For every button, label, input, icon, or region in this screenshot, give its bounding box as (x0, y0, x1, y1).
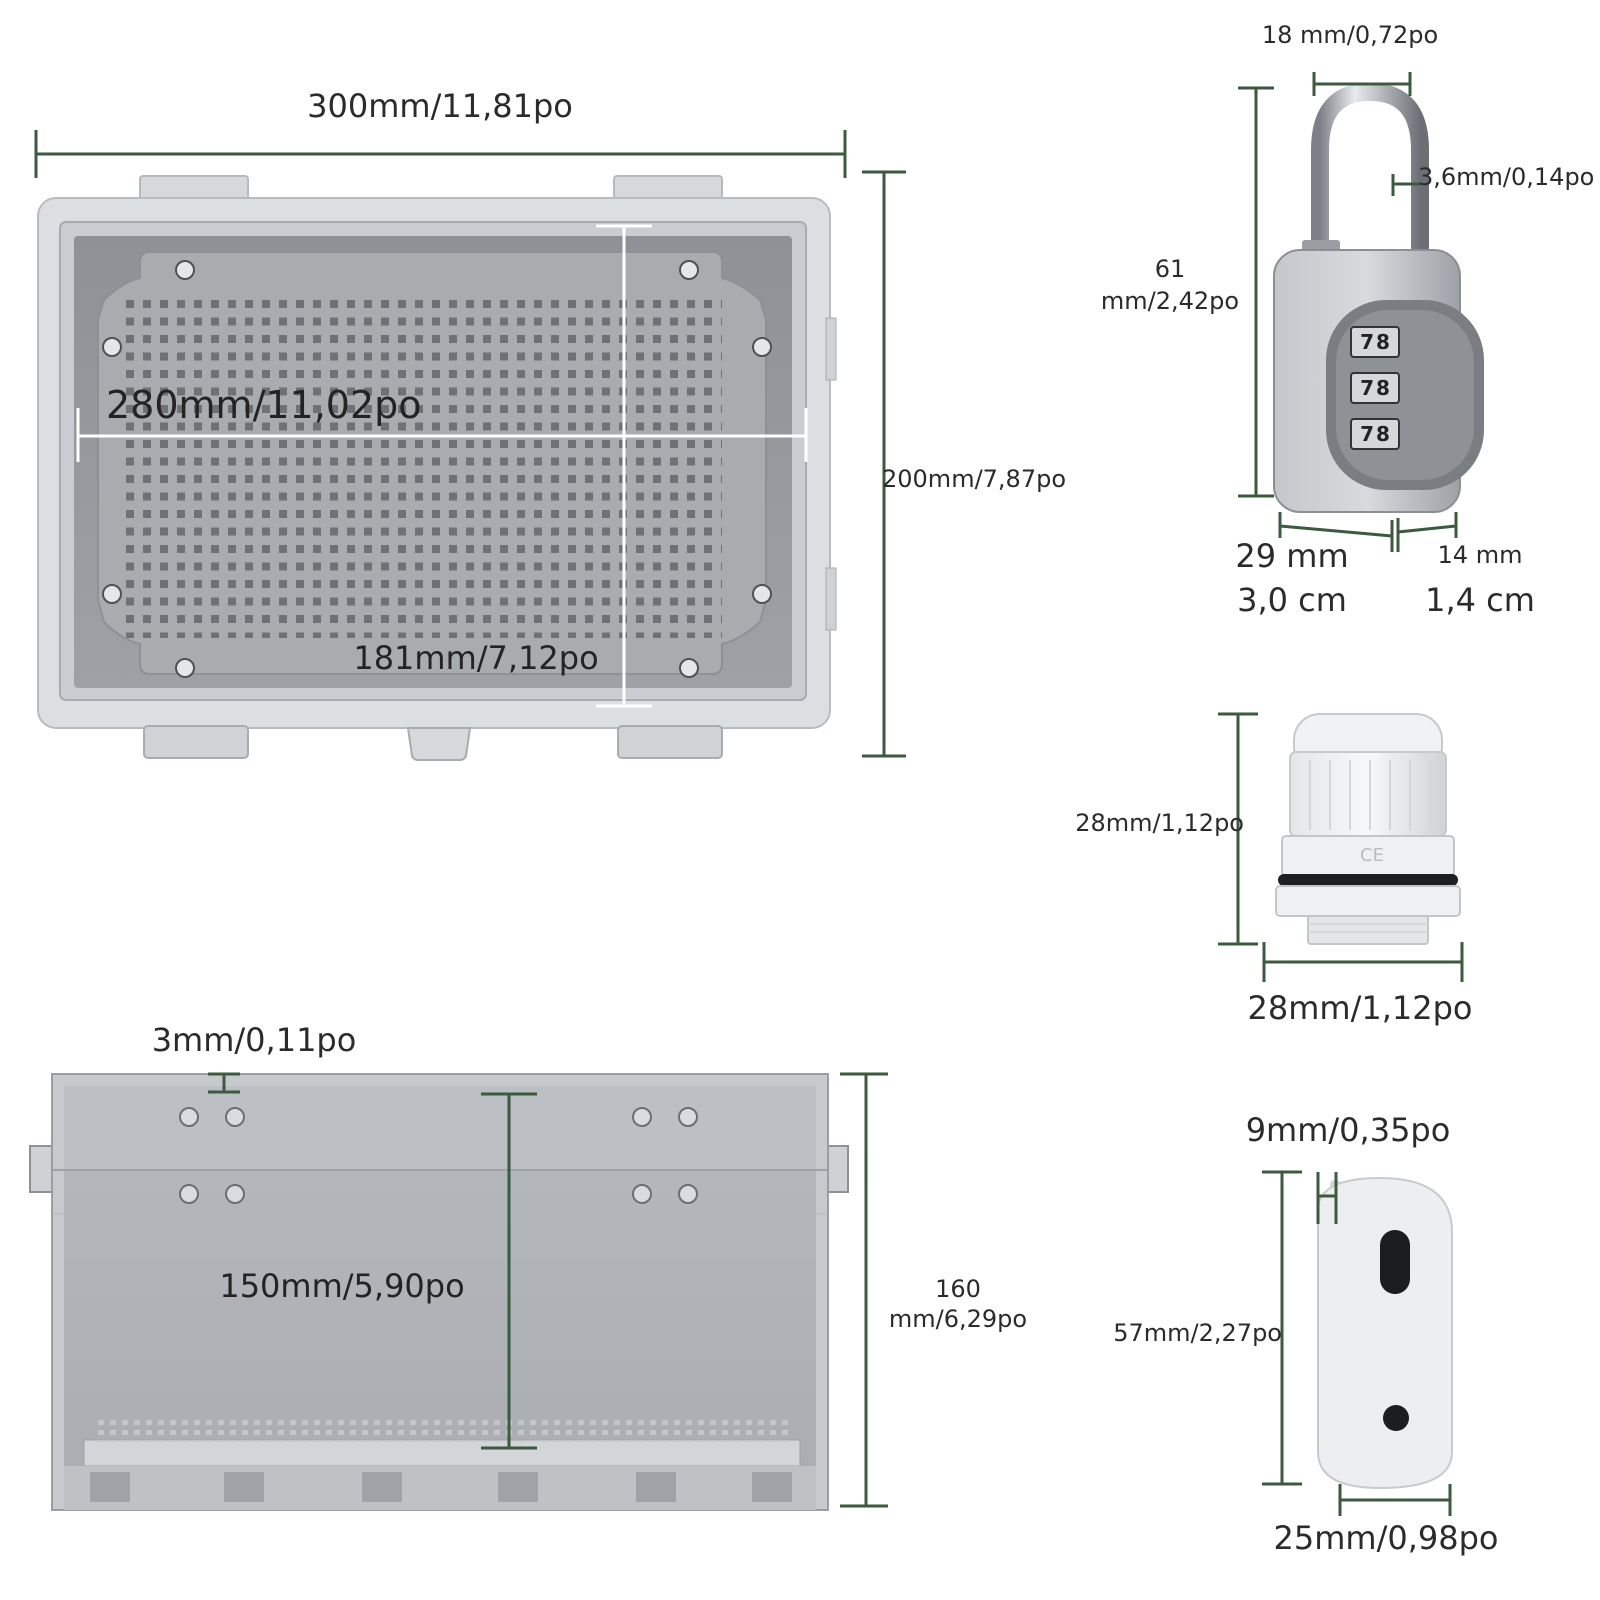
side-screws (179, 1107, 698, 1204)
inner-height-label: 181mm/7,12po (353, 639, 599, 677)
enclosure-width-label: 300mm/11,81po (307, 87, 573, 125)
mounting-plate-holes (126, 296, 722, 638)
latch-bottom-left (143, 725, 249, 759)
bracket-height-label: 57mm/2,27po (1113, 1319, 1282, 1347)
inner-height-line (596, 224, 652, 708)
dial-digit: 8 (1376, 376, 1390, 400)
enclosure-top-view (37, 175, 837, 761)
mount-bracket (1317, 1176, 1453, 1490)
inner-width-line (76, 408, 808, 462)
inner-depth-label: 150mm/5,90po (219, 1267, 465, 1305)
padlock-height-label-line2: mm/2,42po (1100, 287, 1240, 315)
bracket-dimension-lines (1262, 1170, 1452, 1516)
shackle-diameter-label: 3,6mm/0,14po (1418, 163, 1595, 191)
cable-gland-illustration (1275, 713, 1461, 945)
bracket-width-label: 25mm/0,98po (1273, 1519, 1499, 1557)
width-dimension-line (34, 130, 847, 178)
mount-bracket-illustration (1317, 1176, 1453, 1490)
dial-digit: 7 (1360, 422, 1374, 446)
depth-label-line2: mm/6,29po (888, 1305, 1028, 1333)
body-width-cm-label: 3,0 cm (1237, 581, 1347, 619)
depth-label-line1: 160 (935, 1275, 981, 1303)
padlock-shackle (1311, 82, 1429, 250)
gland-width-label: 28mm/1,12po (1247, 989, 1473, 1027)
gland-height-label: 28mm/1,12po (1075, 809, 1244, 837)
latch-bottom-right (617, 725, 723, 759)
dial-digit: 8 (1376, 422, 1390, 446)
bracket-hole (1383, 1405, 1409, 1431)
dial-digit: 7 (1360, 330, 1374, 354)
inner-width-label: 280mm/11,02po (106, 383, 422, 427)
height-dimension-line (862, 170, 906, 758)
ce-mark: CE (1360, 845, 1384, 866)
enclosure-height-label: 200mm/7,87po (882, 465, 1067, 493)
body-depth-mm-label: 14 mm (1437, 541, 1523, 569)
body-width-mm-label: 29 mm (1235, 537, 1349, 575)
shackle-width-label: 18 mm/0,72po (1261, 21, 1439, 49)
padlock-height-label-line1: 61 (1154, 255, 1186, 283)
gland-dimension-lines (1218, 712, 1464, 982)
padlock-dimension-lines (1238, 72, 1458, 552)
lock-tab (406, 727, 472, 761)
plate-screws (102, 260, 772, 678)
bracket-slot (1380, 1230, 1410, 1294)
dial-digit: 8 (1376, 330, 1390, 354)
wall-thickness-label: 3mm/0,11po (151, 1021, 357, 1059)
dial-digit: 7 (1360, 376, 1374, 400)
inner-depth-line (481, 1092, 537, 1450)
bracket-thickness-label: 9mm/0,35po (1245, 1111, 1451, 1149)
depth-dimension-line (840, 1072, 888, 1508)
enclosure-side-view (29, 1072, 849, 1511)
wall-thickness-line (208, 1072, 240, 1094)
body-depth-cm-label: 1,4 cm (1425, 581, 1535, 619)
